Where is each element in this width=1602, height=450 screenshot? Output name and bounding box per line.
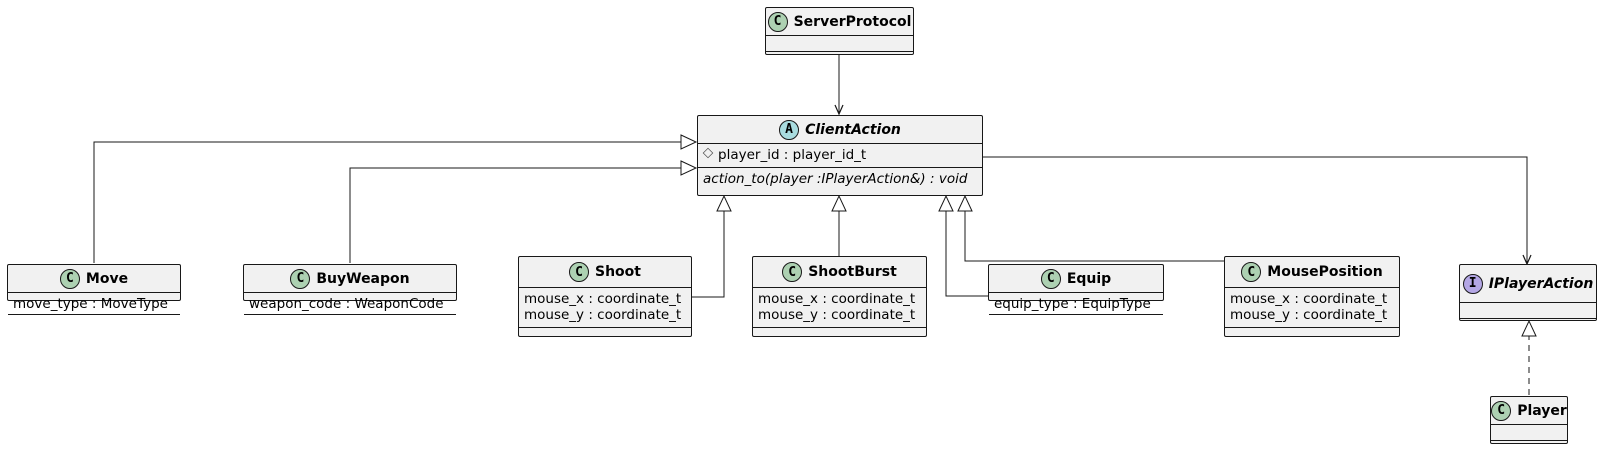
attribute-compartment — [766, 36, 913, 52]
class-name: BuyWeapon — [316, 270, 410, 287]
generalization-mouseposition — [957, 194, 1224, 262]
generalization-shoot — [692, 194, 732, 298]
attribute-text: move_type : MoveType — [13, 296, 168, 312]
class-name: Player — [1517, 402, 1567, 419]
class-name: ClientAction — [805, 121, 901, 138]
class-move[interactable]: C Move move_type : MoveType — [7, 264, 181, 315]
attribute-text: mouse_y : coordinate_t — [758, 307, 916, 323]
attribute-compartment: weapon_code : WeaponCode — [244, 293, 456, 315]
class-name: ShootBurst — [808, 264, 897, 280]
class-stereotype-icon: C — [782, 262, 803, 282]
class-stereotype-icon: C — [569, 262, 589, 282]
attribute-text: mouse_x : coordinate_t — [758, 291, 916, 307]
class-name: Equip — [1066, 270, 1112, 287]
protected-visibility-icon — [702, 147, 714, 159]
class-header: C Player — [1491, 397, 1567, 425]
attribute-text: mouse_y : coordinate_t — [524, 307, 682, 323]
class-stereotype-icon: C — [767, 11, 788, 32]
class-header: C Shoot — [519, 257, 691, 288]
attribute-compartment: equip_type : EquipType — [989, 293, 1163, 315]
interface-icon: I — [1462, 273, 1483, 294]
class-header: C Move — [8, 265, 180, 293]
class-serverprotocol[interactable]: C ServerProtocol — [765, 7, 914, 55]
attribute-compartment — [1491, 425, 1567, 441]
attribute-text: mouse_y : coordinate_t — [1230, 307, 1388, 323]
interface-iplayeraction[interactable]: I IPlayerAction — [1459, 264, 1597, 321]
attribute-text: mouse_x : coordinate_t — [1230, 291, 1388, 307]
class-header: C BuyWeapon — [244, 265, 456, 293]
class-stereotype-icon: C — [1491, 400, 1512, 421]
class-name: Move — [85, 270, 129, 287]
class-header: C ShootBurst — [753, 257, 926, 288]
class-stereotype-icon: C — [59, 268, 80, 289]
class-shoot[interactable]: C Shoot mouse_x : coordinate_t mouse_y :… — [518, 256, 692, 337]
attribute-text: weapon_code : WeaponCode — [249, 296, 444, 312]
class-name: Shoot — [595, 264, 641, 280]
class-header: C ServerProtocol — [766, 8, 913, 36]
attribute-compartment: mouse_x : coordinate_t mouse_y : coordin… — [1225, 288, 1399, 328]
class-buyweapon[interactable]: C BuyWeapon weapon_code : WeaponCode — [243, 264, 457, 315]
association-clientaction-iplayeraction — [982, 156, 1532, 266]
class-shootburst[interactable]: C ShootBurst mouse_x : coordinate_t mous… — [752, 256, 927, 337]
operation-text: action_to(player :IPlayerAction&) : void — [703, 171, 968, 187]
operation-compartment: action_to(player :IPlayerAction&) : void — [698, 168, 982, 191]
class-stereotype-icon: C — [290, 268, 311, 289]
class-header: C Equip — [989, 265, 1163, 293]
class-clientaction[interactable]: A ClientAction player_id : player_id_t a… — [697, 115, 983, 196]
generalization-buyweapon — [349, 160, 698, 263]
attribute-compartment: mouse_x : coordinate_t mouse_y : coordin… — [519, 288, 691, 328]
attribute-text: player_id : player_id_t — [718, 147, 867, 163]
attribute-compartment: player_id : player_id_t — [698, 144, 982, 168]
class-header: A ClientAction — [698, 116, 982, 144]
class-mouseposition[interactable]: C MousePosition mouse_x : coordinate_t m… — [1224, 256, 1400, 337]
class-name: MousePosition — [1267, 264, 1383, 280]
attribute-compartment — [1460, 303, 1596, 319]
attribute-row: player_id : player_id_t — [702, 147, 977, 163]
class-name: ServerProtocol — [793, 13, 912, 30]
class-player[interactable]: C Player — [1490, 396, 1568, 444]
class-header: C MousePosition — [1225, 257, 1399, 288]
class-header: I IPlayerAction — [1460, 265, 1596, 303]
class-equip[interactable]: C Equip equip_type : EquipType — [988, 264, 1164, 315]
generalization-equip — [938, 194, 988, 297]
attribute-compartment: move_type : MoveType — [8, 293, 180, 315]
attribute-text: mouse_x : coordinate_t — [524, 291, 682, 307]
class-stereotype-icon: C — [1241, 262, 1262, 282]
generalization-move — [93, 134, 698, 263]
abstract-class-icon: A — [779, 119, 800, 140]
class-name: IPlayerAction — [1488, 275, 1594, 292]
class-stereotype-icon: C — [1040, 268, 1061, 289]
attribute-text: equip_type : EquipType — [994, 296, 1151, 312]
attribute-compartment: mouse_x : coordinate_t mouse_y : coordin… — [753, 288, 926, 328]
